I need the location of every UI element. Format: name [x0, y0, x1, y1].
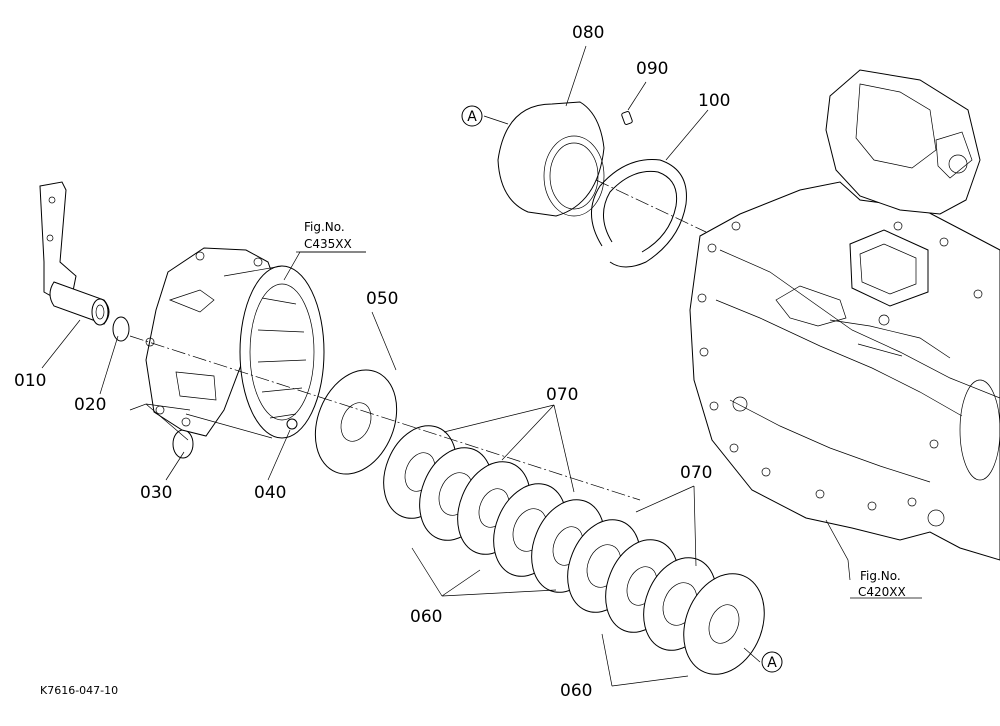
part-010-lever-shaft [39, 181, 110, 326]
label-080: 080 [572, 23, 604, 43]
label-060-lower: 060 [560, 681, 592, 701]
figure-ref-c420xx: Fig.No. C420XX [858, 569, 906, 599]
part-100-circlip [591, 159, 687, 268]
callout-a-top-label: A [467, 109, 477, 125]
label-050: 050 [366, 289, 398, 309]
label-100: 100 [698, 91, 730, 111]
figure-ref-c435xx: Fig.No. C435XX [304, 220, 352, 251]
disc-stack [383, 425, 765, 675]
disc [683, 573, 765, 675]
document-id: K7616-047-10 [40, 684, 118, 697]
part-labels: 010 020 030 040 050 060 060 070 070 080 … [14, 23, 730, 701]
figure-ref-c420xx-line2: C420XX [858, 585, 906, 599]
callout-a-bottom-label: A [767, 655, 777, 671]
case-c420xx [689, 69, 1000, 561]
figure-ref-c435xx-line1: Fig.No. [304, 220, 345, 234]
part-040-ball [286, 418, 298, 430]
part-050-plate [314, 369, 398, 475]
label-070-right: 070 [680, 463, 712, 483]
housing-c435xx [145, 247, 325, 439]
figure-ref-c435xx-line2: C435XX [304, 237, 352, 251]
label-010: 010 [14, 371, 46, 391]
label-030: 030 [140, 483, 172, 503]
figure-ref-c420xx-line1: Fig.No. [860, 569, 901, 583]
leader-lines [41, 45, 922, 687]
label-070-left: 070 [546, 385, 578, 405]
part-090-pin [621, 111, 633, 125]
part-080-sleeve [497, 101, 605, 217]
part-020-o-ring [112, 316, 130, 342]
callout-a-bottom: A [761, 651, 783, 673]
callout-a-top: A [461, 105, 483, 127]
label-040: 040 [254, 483, 286, 503]
assembly-center-lines [129, 179, 707, 501]
label-090: 090 [636, 59, 668, 79]
label-060-upper: 060 [410, 607, 442, 627]
label-020: 020 [74, 395, 106, 415]
